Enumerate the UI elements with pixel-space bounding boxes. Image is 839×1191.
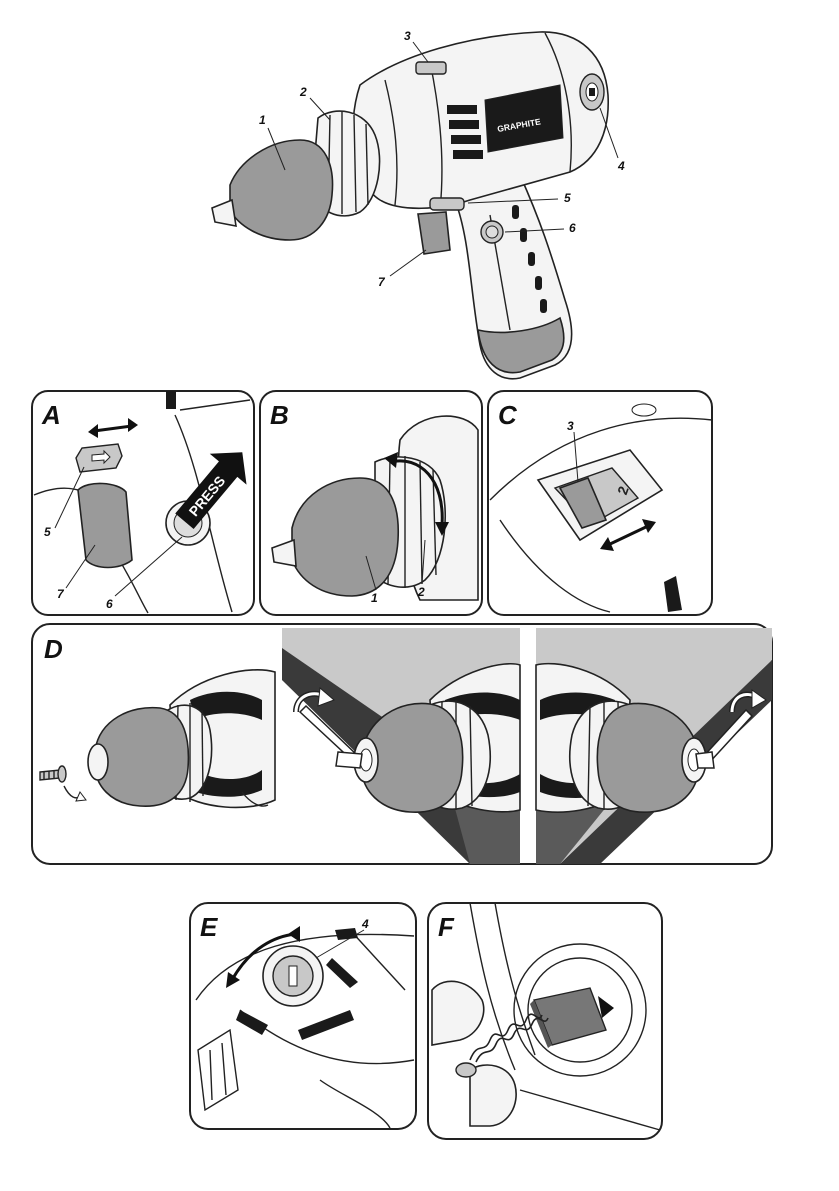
callout-a-5: 5 (44, 525, 51, 539)
direction-switch[interactable] (430, 198, 464, 210)
callout-a-6: 6 (106, 597, 113, 611)
callout-4: 4 (617, 159, 625, 173)
panel-c: C 2 3 (488, 391, 712, 615)
callout-e-4: 4 (361, 917, 369, 931)
panel-d: D (32, 624, 772, 864)
panel-e-letter: E (200, 912, 218, 942)
callout-1: 1 (259, 113, 266, 127)
callout-7: 7 (378, 275, 386, 289)
panel-f: F (428, 903, 662, 1139)
panel-e: E 4 (190, 903, 416, 1129)
callout-b-1: 1 (371, 591, 378, 605)
callout-3: 3 (404, 29, 411, 43)
panel-f-letter: F (438, 912, 455, 942)
trigger-illustration (78, 483, 132, 567)
callout-b-2: 2 (417, 585, 425, 599)
callout-5: 5 (564, 191, 571, 205)
panel-a-letter: A (41, 400, 61, 430)
panel-d-letter: D (44, 634, 63, 664)
trigger[interactable] (418, 212, 450, 254)
callout-c-3: 3 (567, 419, 574, 433)
panel-b-letter: B (270, 400, 289, 430)
callout-6: 6 (569, 221, 576, 235)
panel-b: B 1 2 (260, 391, 482, 615)
panel-a: A PRESS 5 7 6 (32, 391, 261, 615)
drill-illustration: GRAPHITE (212, 32, 608, 379)
gear-switch[interactable] (416, 62, 446, 74)
panel-c-letter: C (498, 400, 518, 430)
callout-2: 2 (299, 85, 307, 99)
